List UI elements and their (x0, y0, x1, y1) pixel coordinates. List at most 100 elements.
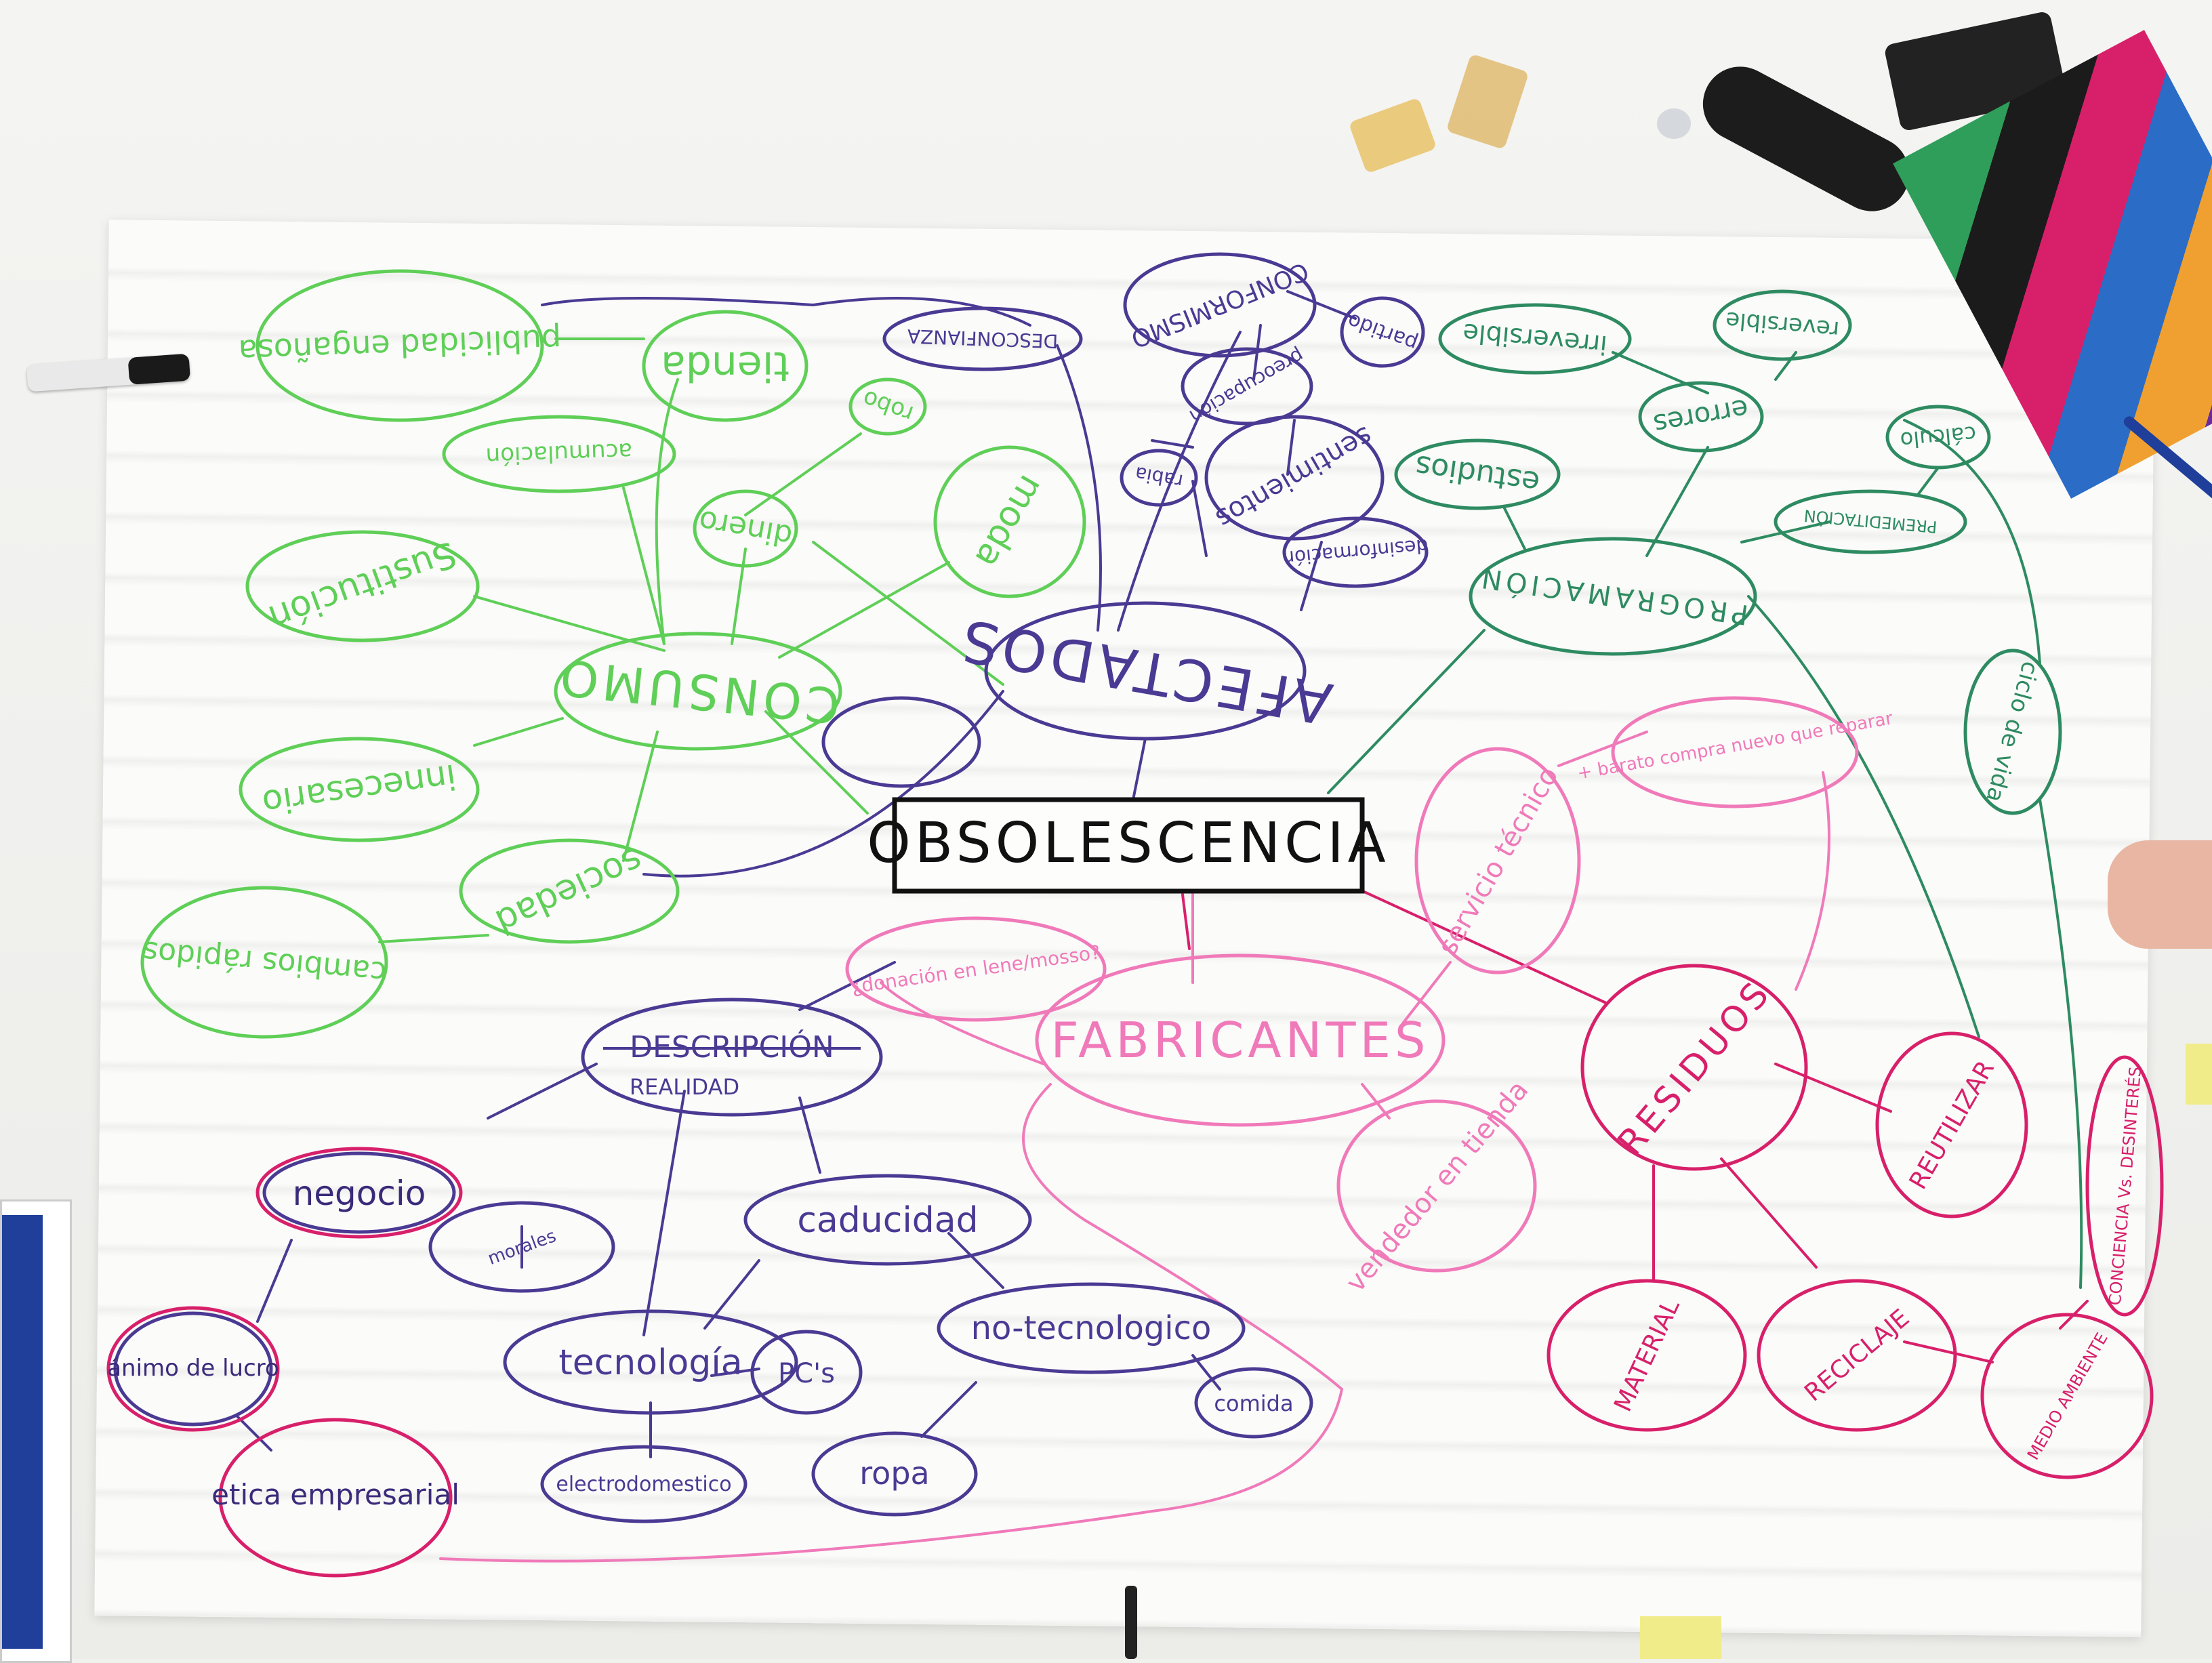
label-reciclaje: RECICLAJE (1799, 1304, 1914, 1407)
label-comida: comida (1214, 1391, 1293, 1416)
residuos-links (1181, 886, 2089, 1363)
sticky-note (1640, 1616, 1721, 1659)
node-negocio (255, 1147, 463, 1239)
node-conformismo (1123, 252, 1317, 358)
node-morales (428, 1201, 615, 1293)
label-irreversible: irreversible (1462, 318, 1609, 360)
label-consumo: CONSUMO (554, 648, 842, 734)
label-etica: etica empresarial (211, 1478, 459, 1511)
label-electro: electrodomestico (556, 1473, 731, 1496)
label-ropa: ropa (859, 1455, 929, 1492)
node-etica (218, 1418, 453, 1578)
center-box (892, 797, 1365, 894)
label-servicio: servicio técnico (1432, 762, 1565, 960)
label-dinero: dinero (696, 503, 795, 553)
label-cambios: cambios rápidos (141, 934, 388, 989)
node-conciencia (2085, 1055, 2164, 1317)
node-medio (1980, 1313, 2154, 1479)
node-rabia (1120, 449, 1198, 507)
sign-board (0, 1199, 72, 1663)
node-caducidad (743, 1174, 1032, 1266)
node-vendedor (1336, 1099, 1537, 1273)
node-comida (1194, 1367, 1313, 1439)
label-ciclo: ciclo de vida (1980, 659, 2044, 805)
node-servicio (1414, 747, 1581, 974)
sticky-note (2186, 1044, 2212, 1105)
label-realidad: REALIDAD (630, 1074, 739, 1100)
label-sociedad: sociedad (489, 839, 649, 942)
node-desconfianza (882, 306, 1083, 371)
label-conciencia: CONCIENCIA Vs. DESINTERÉS (2105, 1066, 2146, 1307)
node-impaciencia (821, 696, 981, 788)
node-reversible (1713, 289, 1852, 361)
node-residuos (1580, 964, 1808, 1171)
node-tecnologia (503, 1309, 798, 1415)
node-pcs (750, 1330, 863, 1415)
label-moda: moda (966, 468, 1052, 575)
node-ciclo (1963, 649, 2062, 815)
label-tienda: tienda (661, 342, 790, 390)
node-electro (540, 1445, 747, 1523)
node-negocio-outline (262, 1151, 456, 1234)
label-notecno: no-tecnologico (971, 1309, 1212, 1347)
node-ropa (811, 1431, 978, 1517)
afectados-links (541, 290, 1357, 878)
center-title: OBSOLESCENCIA (867, 811, 1389, 876)
label-conformismo: CONFORMISMO (1127, 256, 1312, 352)
label-robo: robo (859, 384, 917, 428)
label-calculo: cálculo (1899, 421, 1977, 453)
label-fabricantes: FABRICANTES (1050, 1012, 1429, 1069)
node-descripcion (581, 998, 883, 1117)
hand (2108, 840, 2212, 949)
node-irreversible (1438, 303, 1632, 375)
node-notecno (937, 1282, 1246, 1374)
node-animo-outline (113, 1311, 273, 1426)
label-medio: MEDIO AMBIENTE (2024, 1330, 2112, 1463)
label-sustitucion: Sustitución (264, 533, 462, 638)
node-robo (848, 377, 927, 436)
label-afectados: AFECTADOS (954, 606, 1337, 737)
eraser (1657, 108, 1691, 139)
label-desconfianza: DESCONFIANZA (907, 325, 1058, 352)
node-animo (106, 1306, 280, 1432)
label-caducidad: caducidad (797, 1200, 978, 1241)
node-preocupacion (1181, 347, 1313, 426)
node-cambios (140, 886, 388, 1039)
label-acumulacion: acumulación (485, 437, 633, 470)
node-sustitucion (245, 530, 480, 642)
node-moda (933, 445, 1086, 598)
label-descripcion: DESCRIPCIÓN (630, 1029, 834, 1065)
label-premeditacion: PREMEDITACIÓN (1803, 506, 1938, 537)
node-publicidad (255, 269, 544, 422)
label-publicidad: publicidad engañosa (238, 322, 562, 370)
node-sociedad (459, 838, 680, 944)
label-residuos: RESIDUOS (1610, 972, 1780, 1164)
pen (1125, 1586, 1137, 1659)
node-reciclaje (1757, 1279, 1957, 1432)
label-programacion: PROGRAMACIÓN (1476, 561, 1750, 632)
node-desinformacion (1282, 516, 1429, 588)
label-negocio: negocio (293, 1174, 426, 1213)
label-vendedor: vendedor en tienda (1340, 1075, 1534, 1298)
label-pcs: PC's (778, 1358, 835, 1389)
label-tecnologia: tecnología (558, 1342, 742, 1383)
node-reutilizar (1875, 1031, 2028, 1218)
label-partido: partido (1345, 308, 1421, 356)
node-estudios (1394, 438, 1561, 510)
programacion-links (1327, 351, 2083, 1289)
node-barato (1611, 696, 1859, 808)
node-sentimientos (1204, 415, 1385, 541)
label-donacion: ¿donación en lene/mosso? (850, 941, 1101, 998)
node-acumulacion (442, 415, 676, 493)
node-dinero (693, 489, 798, 568)
label-material: MATERIAL (1609, 1295, 1685, 1416)
node-consumo (554, 632, 842, 751)
node-donacion (845, 916, 1107, 1022)
label-reversible: reversible (1725, 306, 1841, 344)
node-tienda (642, 310, 808, 422)
label-animo: ánimo de lucro (107, 1355, 279, 1382)
node-programacion (1469, 537, 1757, 656)
label-estudios: estudios (1413, 448, 1542, 499)
node-calculo (1885, 405, 1991, 470)
